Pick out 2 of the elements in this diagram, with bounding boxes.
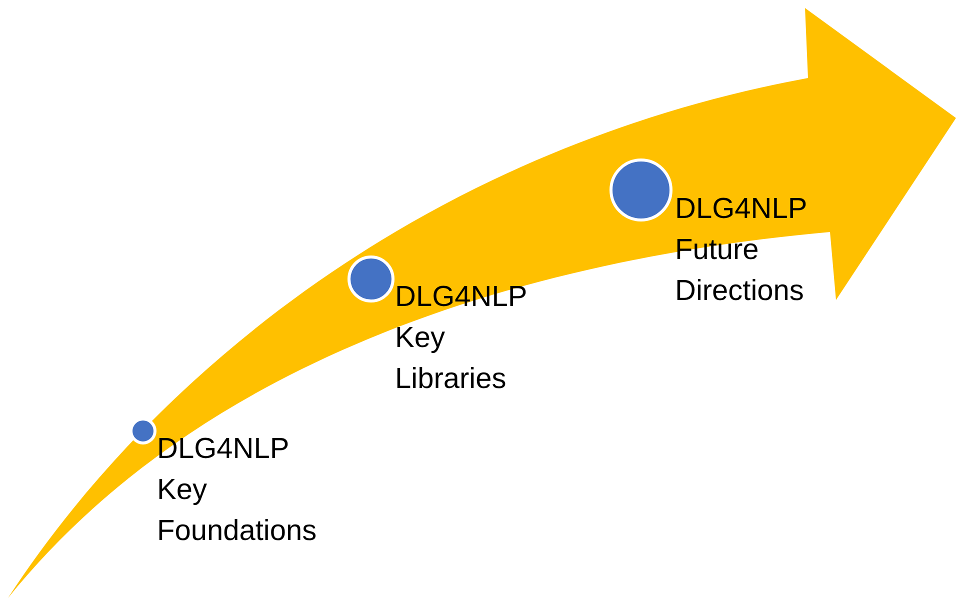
- milestone-label: DLG4NLP Future Directions: [675, 192, 807, 309]
- milestone-label: DLG4NLP Key Foundations: [157, 432, 317, 549]
